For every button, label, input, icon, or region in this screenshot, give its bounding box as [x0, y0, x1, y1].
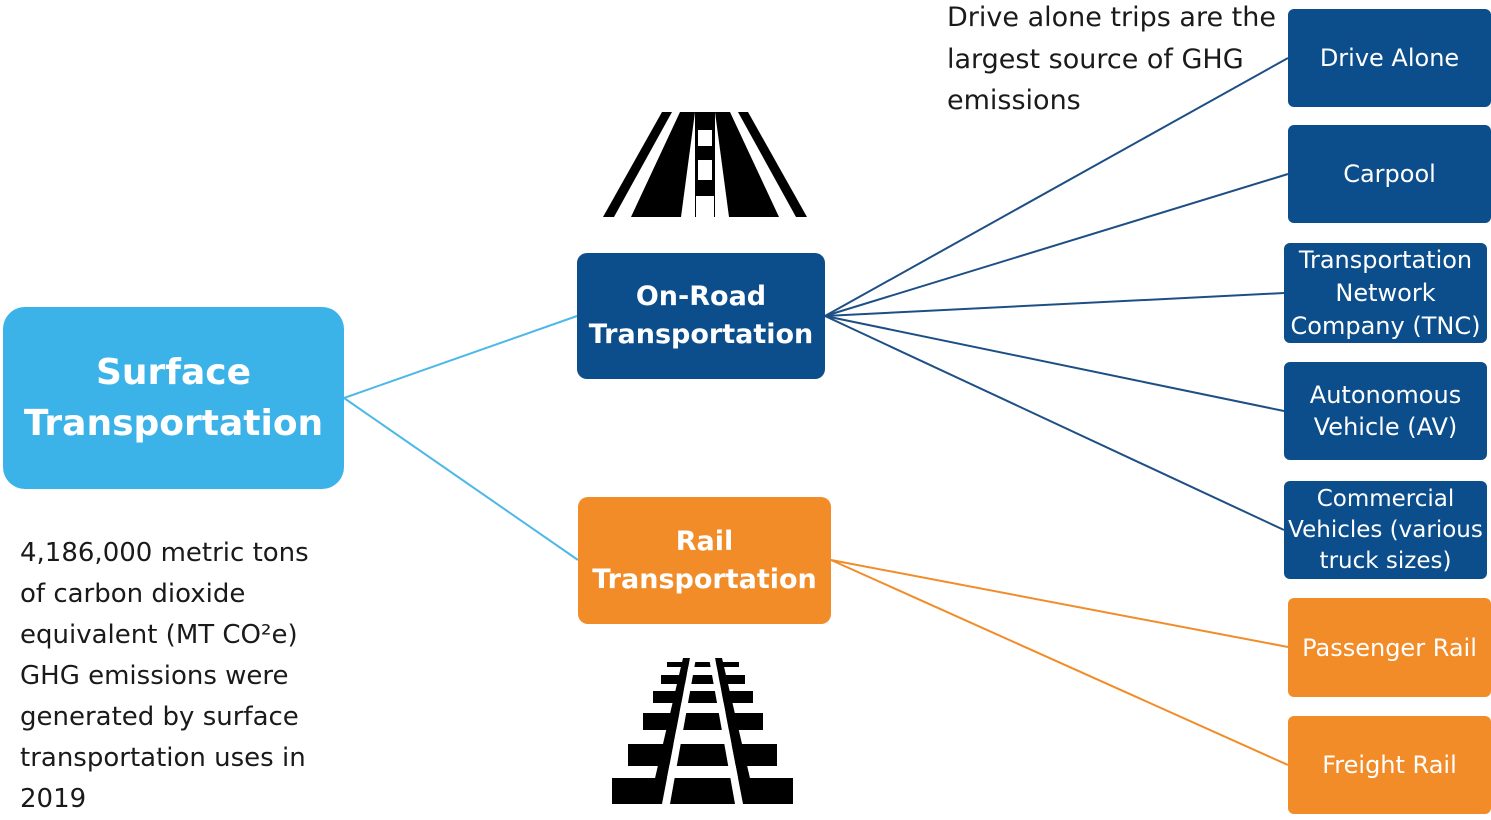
autonomous-vehicle-label: Autonomous Vehicle (AV): [1309, 381, 1462, 441]
connector-rail-freight: [830, 559, 1289, 766]
drive-alone-node: Drive Alone: [1288, 9, 1491, 107]
on-road-transportation-label: On-Road Transportation: [588, 281, 814, 350]
road-icon: [603, 112, 807, 217]
tnc-node: Transportation Network Company (TNC): [1284, 243, 1487, 343]
freight-rail-node: Freight Rail: [1288, 716, 1491, 814]
autonomous-vehicle-node: Autonomous Vehicle (AV): [1284, 362, 1487, 460]
passenger-rail-label: Passenger Rail: [1302, 633, 1477, 662]
commercial-vehicles-node: Commercial Vehicles (various truck sizes…: [1284, 481, 1487, 579]
railway-track-icon: [612, 658, 793, 804]
freight-rail-label: Freight Rail: [1322, 751, 1457, 779]
passenger-rail-node: Passenger Rail: [1288, 598, 1491, 697]
commercial-vehicles-label: Commercial Vehicles (various truck sizes…: [1288, 485, 1483, 574]
connector-rail-passenger: [830, 559, 1289, 648]
connector-root-rail: [343, 397, 579, 561]
drive-alone-callout: Drive alone trips are the largest source…: [947, 2, 1276, 116]
surface-transportation-label: Surface Transportation: [23, 352, 324, 444]
connector-onroad-carpool: [824, 173, 1289, 317]
drive-alone-label: Drive Alone: [1319, 44, 1460, 72]
connector-onroad-av: [824, 315, 1285, 412]
connector-onroad-drive-alone: [824, 57, 1289, 317]
carpool-label: Carpool: [1343, 160, 1436, 188]
carpool-node: Carpool: [1288, 125, 1491, 223]
surface-transportation-node: Surface Transportation: [3, 307, 344, 489]
connector-root-onroad: [343, 315, 578, 399]
rail-transportation-node: Rail Transportation: [578, 497, 831, 624]
emissions-stat-note: 4,186,000 metric tons of carbon dioxide …: [20, 538, 309, 814]
on-road-transportation-node: On-Road Transportation: [577, 253, 825, 379]
rail-transportation-label: Rail Transportation: [592, 525, 817, 595]
tnc-label: Transportation Network Company (TNC): [1290, 245, 1481, 340]
connector-onroad-tnc: [824, 292, 1285, 317]
connector-onroad-commercial: [824, 315, 1285, 531]
